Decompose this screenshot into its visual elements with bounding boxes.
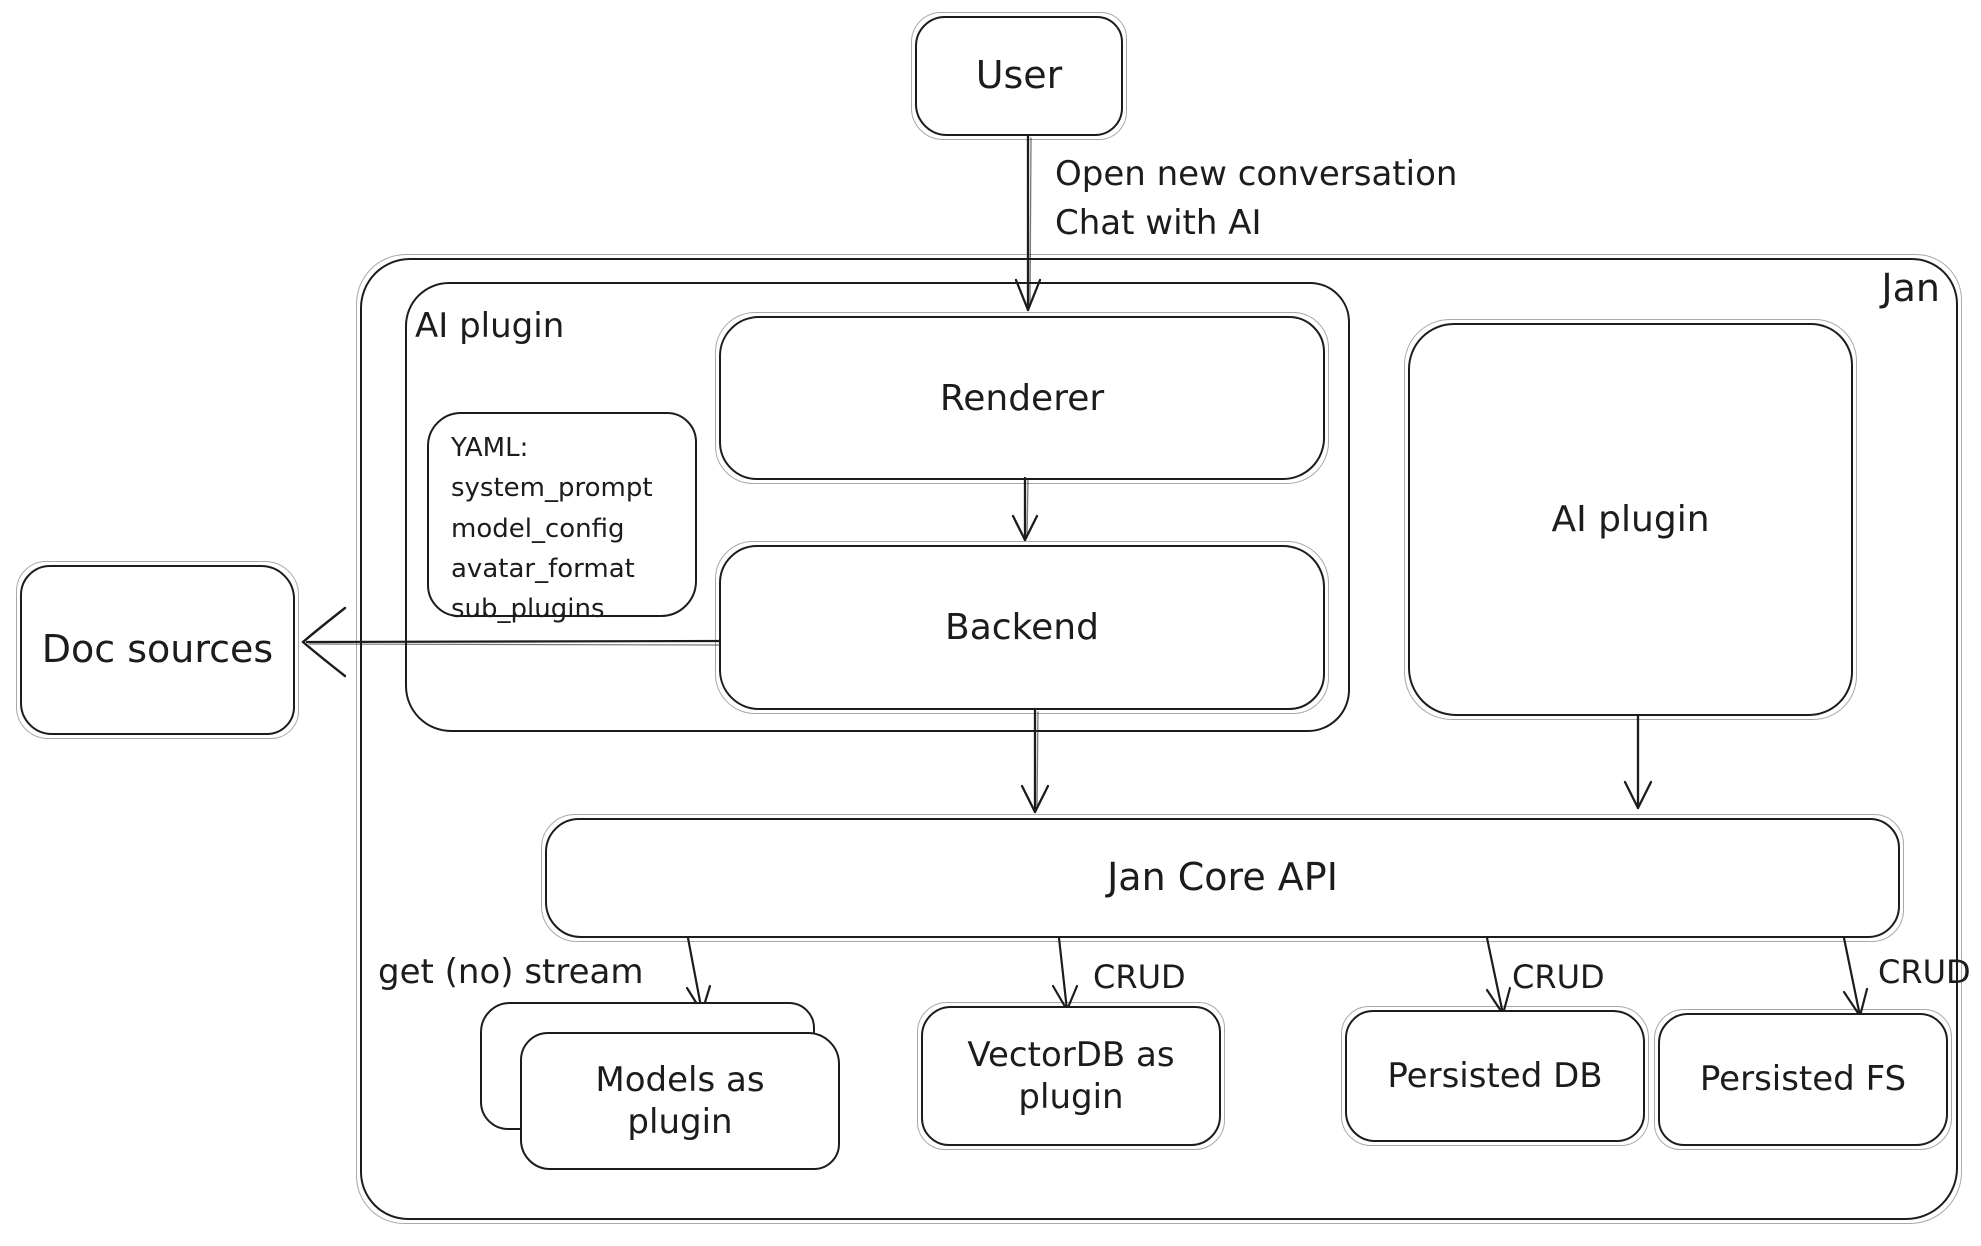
renderer-node-label: Renderer [939, 377, 1105, 419]
yaml-note-text: YAML: system_prompt model_config avatar_… [451, 428, 653, 629]
persisted-fs-node: Persisted FS [1654, 1009, 1952, 1150]
jan-container-label: Jan [1881, 266, 1940, 310]
persisted-fs-label: Persisted FS [1699, 1059, 1907, 1100]
backend-node: Backend [715, 541, 1329, 714]
user-arrow-label: Open new conversation Chat with AI [1055, 150, 1457, 249]
crud-edge-label: CRUD [1878, 953, 1971, 991]
ai-plugin-group-label: AI plugin [415, 306, 565, 346]
arrow-backend-to-core-api [1020, 708, 1050, 814]
arrow-renderer-to-backend [1011, 476, 1039, 542]
user-node-label: User [975, 53, 1063, 98]
yaml-note-line: sub_plugins [451, 594, 605, 625]
models-plugin-node: Models as plugin [520, 1032, 840, 1170]
yaml-note-line: system_prompt [451, 473, 653, 504]
doc-sources-node-label: Doc sources [41, 627, 274, 672]
crud-edge-label: CRUD [1512, 958, 1605, 996]
vectordb-plugin-label: VectorDB as plugin [967, 1034, 1175, 1118]
user-arrow-label-line2: Chat with AI [1055, 203, 1262, 244]
jan-core-api-node: Jan Core API [541, 814, 1904, 942]
models-plugin-label: Models as plugin [595, 1059, 765, 1143]
yaml-note-title: YAML: [451, 433, 529, 463]
crud-edge-label: CRUD [1093, 958, 1186, 996]
yaml-config-note: YAML: system_prompt model_config avatar_… [427, 412, 697, 624]
vectordb-plugin-node: VectorDB as plugin [917, 1002, 1225, 1150]
arrow-core-api-to-persisted-fs [1842, 936, 1869, 1018]
arrow-user-to-renderer [1014, 134, 1042, 312]
ai-plugin-right-node: AI plugin [1404, 319, 1857, 720]
persisted-db-node: Persisted DB [1341, 1006, 1649, 1146]
arrow-backend-to-doc-sources [301, 606, 722, 678]
renderer-node: Renderer [715, 312, 1329, 484]
doc-sources-node: Doc sources [16, 561, 299, 739]
yaml-note-line: avatar_format [451, 553, 635, 584]
arrow-ai-plugin-to-core-api [1623, 714, 1653, 810]
backend-node-label: Backend [945, 607, 1099, 648]
get-stream-edge-label: get (no) stream [378, 952, 644, 992]
jan-core-api-label: Jan Core API [1107, 855, 1338, 900]
yaml-note-line: model_config [451, 513, 625, 544]
user-arrow-label-line1: Open new conversation [1055, 154, 1458, 194]
persisted-db-label: Persisted DB [1387, 1055, 1603, 1096]
user-node: User [911, 12, 1127, 140]
ai-plugin-right-label: AI plugin [1551, 499, 1710, 540]
